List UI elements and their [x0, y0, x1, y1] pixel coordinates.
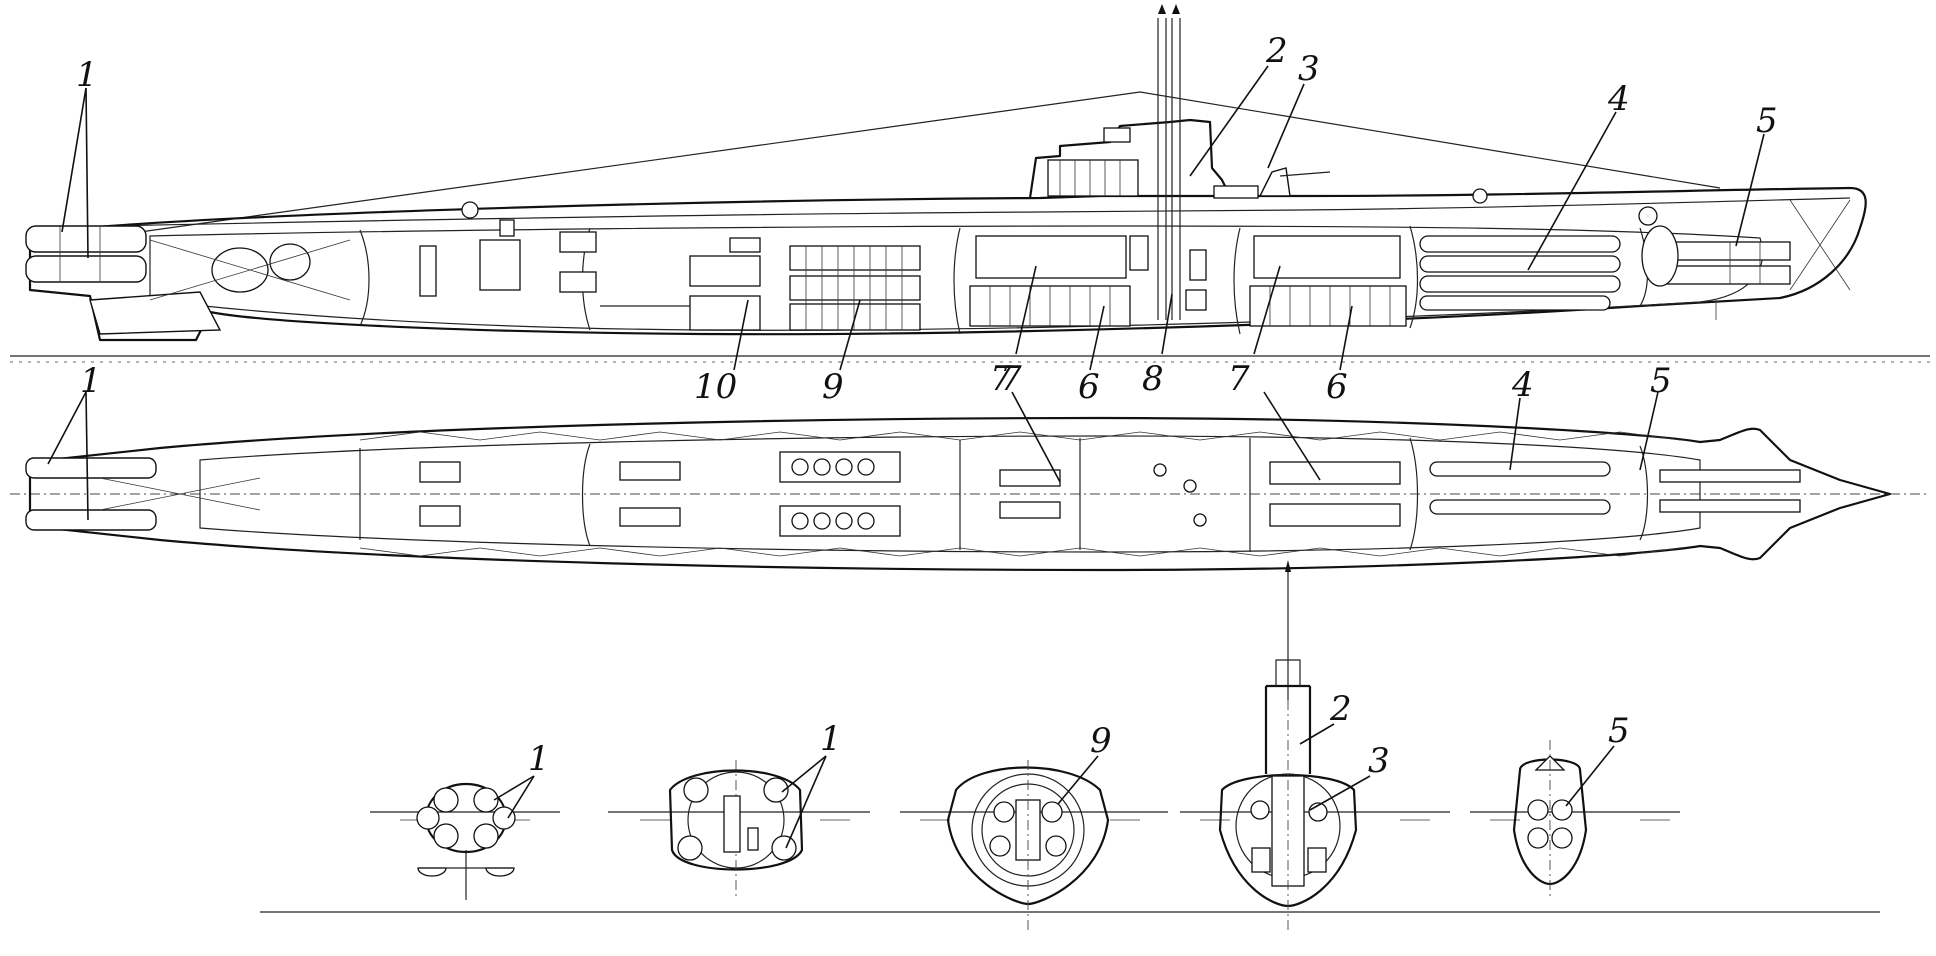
label-section-9: 9 [1090, 721, 1112, 761]
label-plan-5: 5 [1650, 361, 1672, 401]
plan-view: 1 7 4 5 [10, 359, 1930, 572]
section-stern [416, 782, 516, 900]
stern-tubes [25, 225, 147, 283]
label-side-1: 1 [76, 55, 98, 95]
label-section-1b: 1 [820, 719, 842, 759]
label-section-5: 5 [1608, 711, 1630, 751]
label-side-10: 10 [694, 367, 737, 407]
label-section-3: 3 [1368, 741, 1390, 781]
plan-pressure-hull [199, 435, 1701, 553]
plan-truss [359, 431, 1681, 557]
jumping-wire [139, 91, 1721, 233]
label-side-6a: 6 [1078, 367, 1100, 407]
section-tower [1218, 560, 1358, 930]
side-view: 1 2 3 4 5 10 9 7 6 8 7 6 [10, 4, 1930, 407]
label-side-4: 4 [1607, 79, 1630, 119]
section-leaders [493, 723, 1615, 849]
plan-leaders [47, 391, 1659, 521]
label-side-6b: 6 [1326, 367, 1348, 407]
section-aft [668, 760, 804, 900]
label-section-1a: 1 [528, 739, 550, 779]
label-side-8: 8 [1142, 359, 1164, 399]
plan-stern-tube-upper [25, 457, 157, 479]
side-deck [109, 197, 1851, 227]
conning-tower [1028, 4, 1331, 320]
cross-sections: 1 1 9 2 3 5 [260, 560, 1880, 930]
label-side-5: 5 [1756, 101, 1778, 141]
side-leaders [61, 65, 1765, 371]
label-side-3: 3 [1298, 49, 1320, 89]
label-plan-7: 7 [1000, 359, 1022, 399]
label-side-7a: 7 [990, 359, 1012, 399]
plan-internals [359, 437, 1801, 552]
label-side-7b: 7 [1228, 359, 1250, 399]
side-internals [149, 188, 1851, 335]
label-side-9: 9 [822, 367, 844, 407]
plan-hull [28, 416, 1892, 572]
label-section-2: 2 [1329, 689, 1352, 729]
label-plan-1: 1 [80, 361, 102, 401]
plan-stern-tube-lower [25, 509, 157, 531]
stern-planes [89, 291, 222, 335]
label-side-2: 2 [1265, 31, 1288, 71]
side-hull [28, 186, 1867, 342]
label-plan-4: 4 [1511, 365, 1534, 405]
section-mid [946, 760, 1110, 930]
section-bow [1512, 740, 1588, 900]
